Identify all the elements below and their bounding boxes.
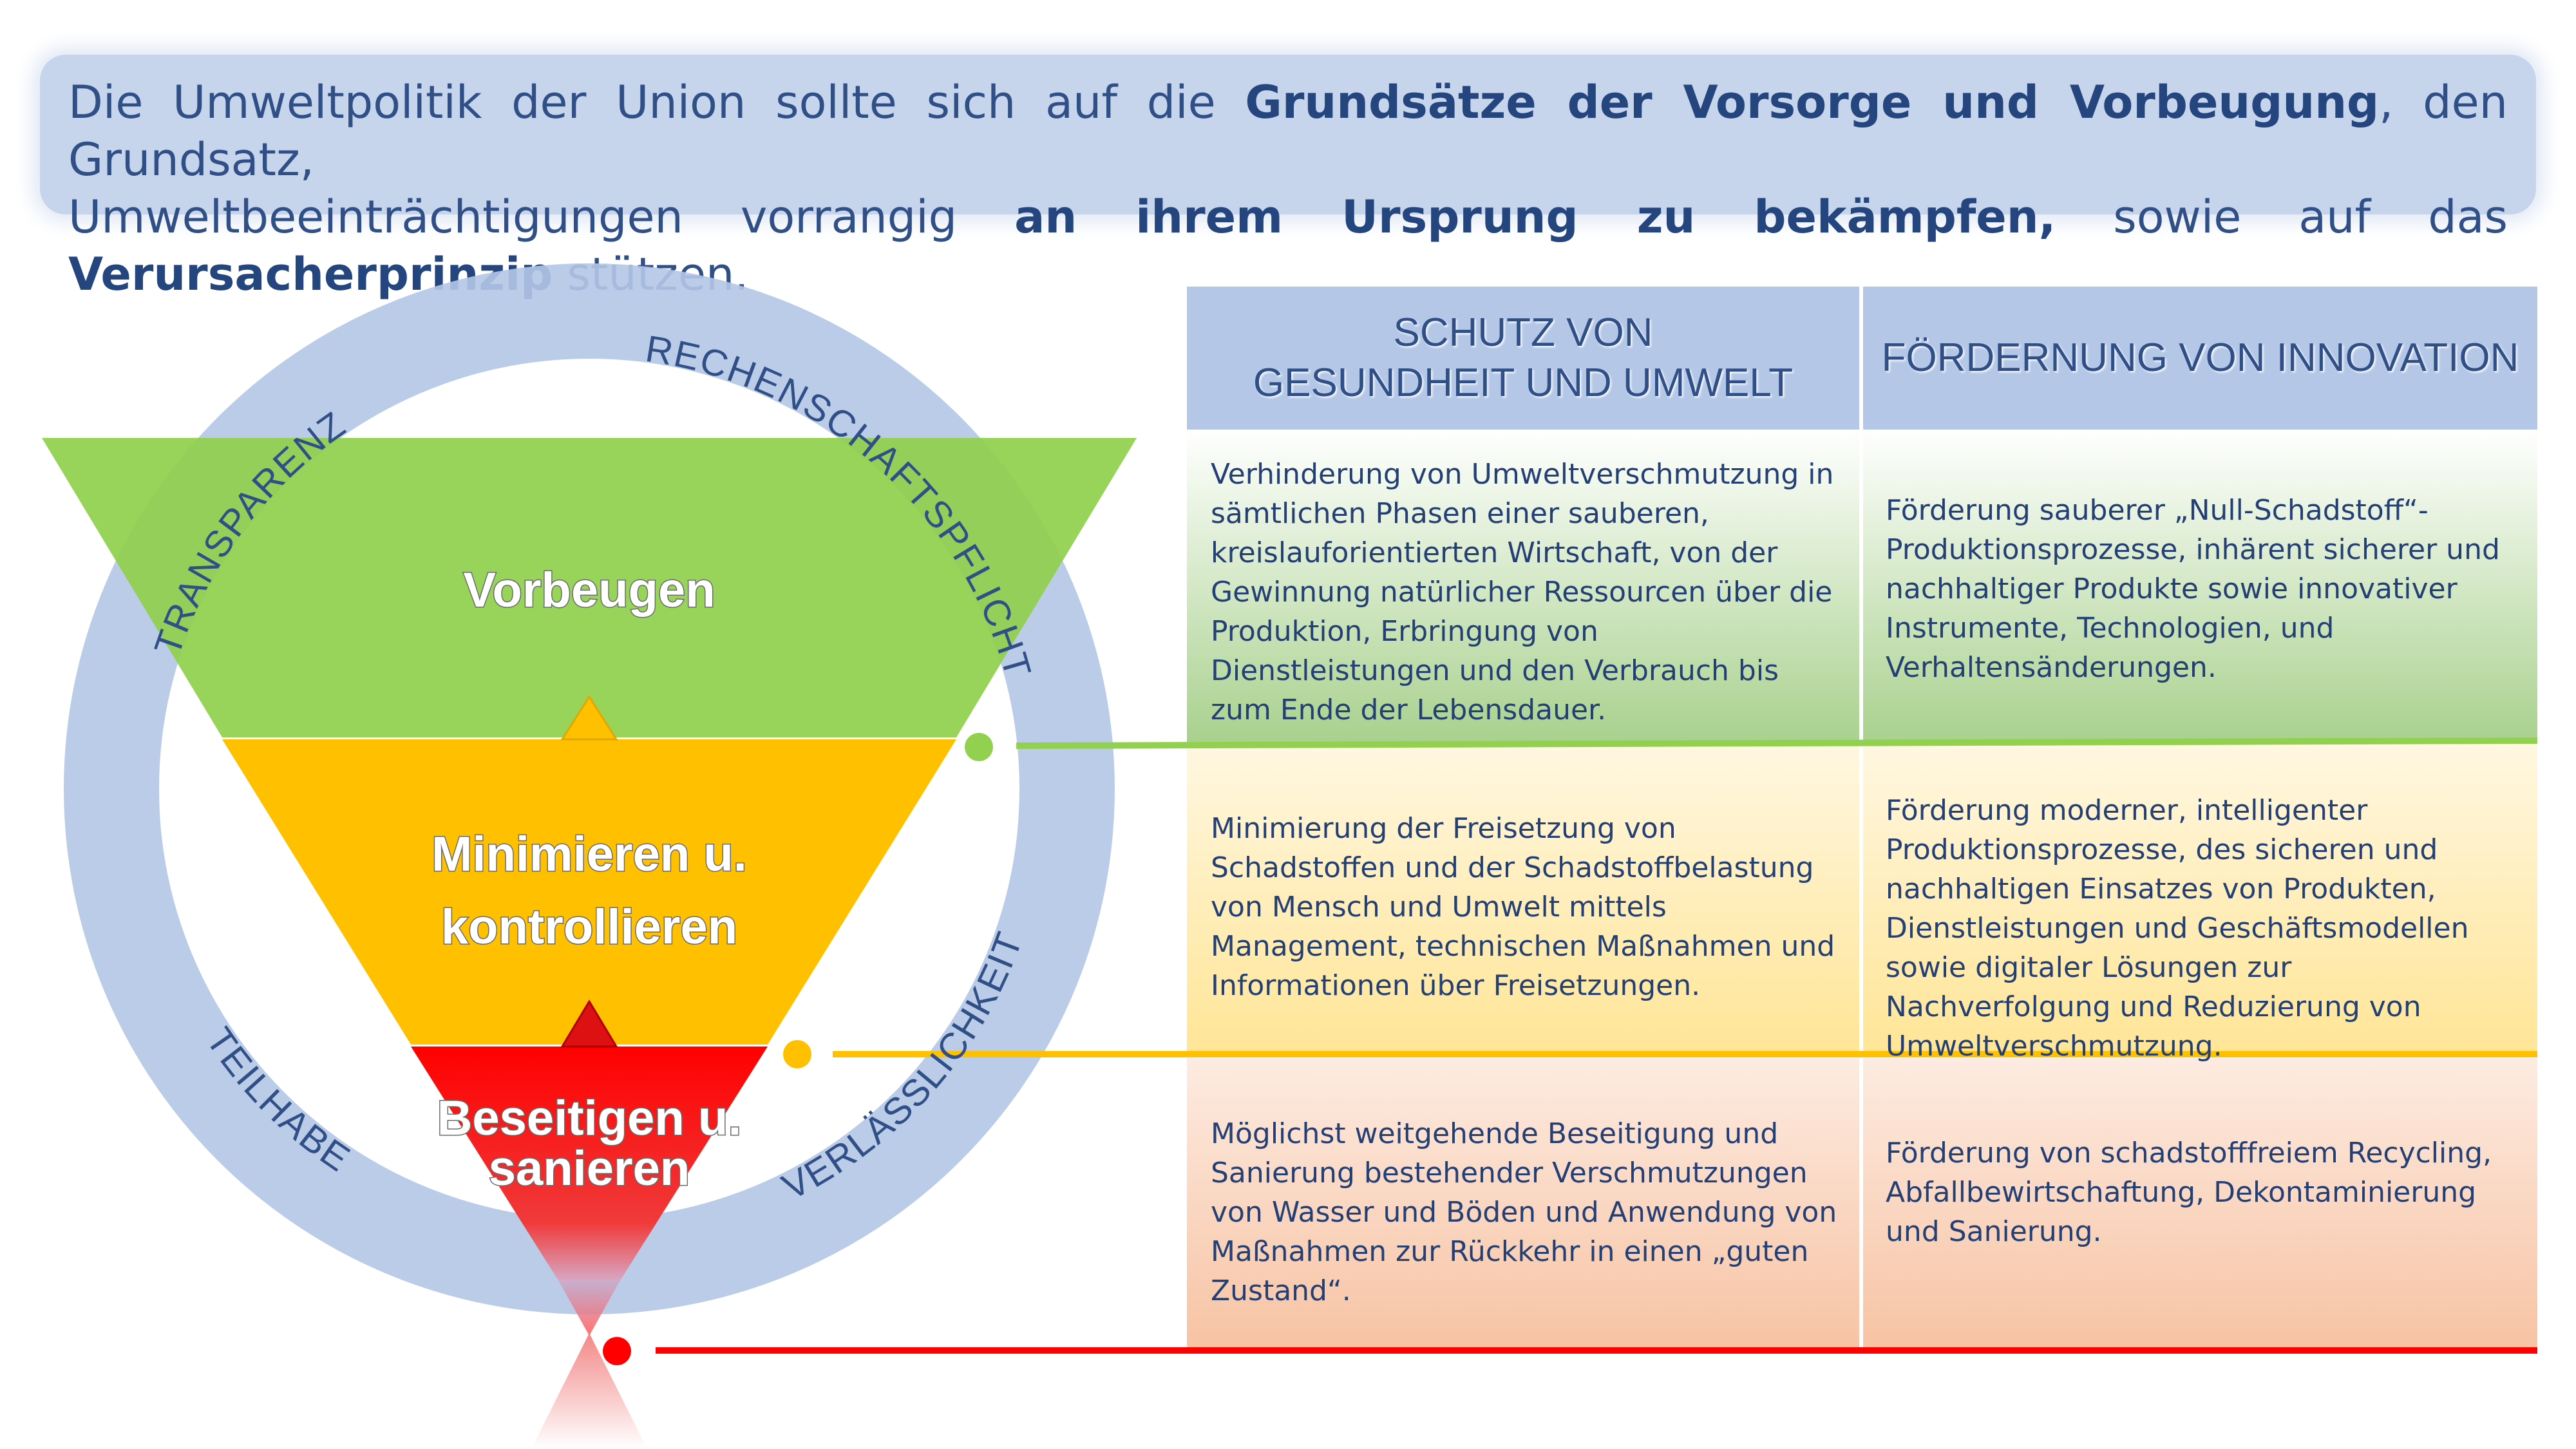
pyramid-label-sanieren: sanieren — [489, 1141, 690, 1196]
pyramid-reflection — [531, 1333, 647, 1449]
banner-text: Umweltbeeinträchtigungen vorrangig — [68, 191, 1015, 243]
pyramid-label-kontrollieren: kontrollieren — [441, 900, 737, 954]
column-divider — [1859, 287, 1863, 1350]
connector-dot-red — [603, 1337, 631, 1365]
arrow-up-marker-yellow — [560, 999, 618, 1048]
banner-text: sowie auf das — [2056, 191, 2508, 243]
header-innovation: FÖRDERNUNG VON INNOVATION — [1863, 287, 2537, 430]
banner-text: Die Umweltpolitik der Union sollte sich … — [68, 76, 1245, 129]
cell-row1-schutz: Verhinderung von Umweltverschmutzung in … — [1211, 458, 1834, 726]
intro-banner: Die Umweltpolitik der Union sollte sich … — [40, 55, 2536, 301]
banner-highlight: an ihrem Ursprung zu bekämpfen, — [1014, 191, 2056, 243]
connector-dot-yellow — [783, 1040, 811, 1068]
cell-row2-schutz: Minimierung der Freisetzung von Schadsto… — [1211, 812, 1835, 1002]
header-innovation-label: FÖRDERNUNG VON INNOVATION — [1881, 336, 2519, 380]
header-schutz: SCHUTZ VON GESUNDHEIT UND UMWELT — [1187, 287, 1859, 430]
banner-highlight: Grundsätze der Vorsorge und Vorbeugung — [1245, 76, 2380, 129]
pyramid-layer-vorbeugen — [42, 438, 1137, 737]
cell-row2-innovation: Förderung moderner, intelligenter Produk… — [1886, 794, 2469, 1063]
banner-text: , den Grundsatz, — [68, 76, 2508, 186]
pyramid-layer-minimieren — [222, 739, 956, 1045]
pyramid-tip — [559, 1282, 620, 1336]
cell-row1-innovation: Förderung sauberer „Null-Schadstoff“-Pro… — [1886, 494, 2500, 684]
header-schutz-line-2: GESUNDHEIT UND UMWELT — [1253, 361, 1794, 405]
connector-line-green — [1016, 737, 2538, 749]
pyramid-label-beseitigen: Beseitigen u. — [437, 1091, 742, 1146]
cell-row3-schutz: Möglichst weitgehende Beseitigung und Sa… — [1211, 1117, 1837, 1307]
connector-dot-green — [965, 733, 993, 761]
pyramid-label-vorbeugen: Vorbeugen — [463, 563, 715, 618]
banner-line-1: Die Umweltpolitik der Union sollte sich … — [68, 74, 2508, 189]
pyramid-layer-beseitigen — [411, 1046, 768, 1282]
pyramid-label-minimieren: Minimieren u. — [431, 827, 747, 882]
arrow-up-marker-green — [560, 695, 618, 741]
cell-row3-innovation: Förderung von schadstofffreiem Recycling… — [1886, 1137, 2492, 1248]
header-schutz-line-1: SCHUTZ VON — [1393, 310, 1653, 355]
